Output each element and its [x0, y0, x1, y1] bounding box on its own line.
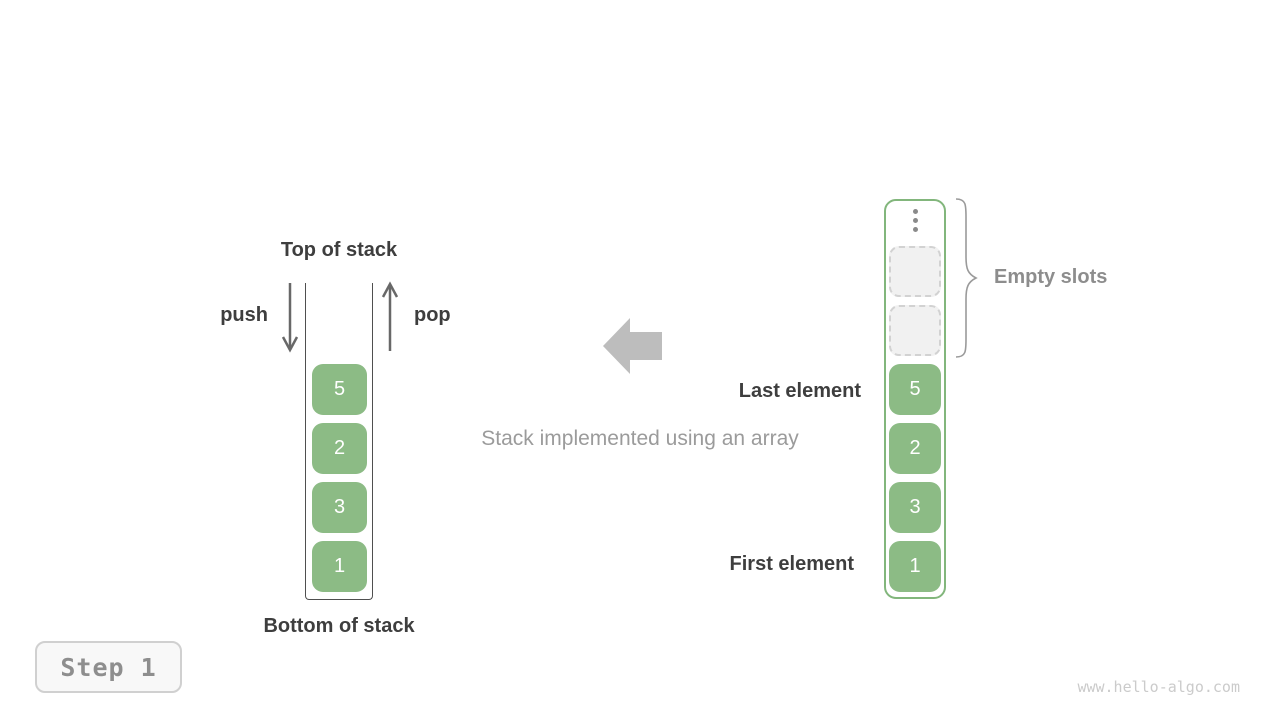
diagram-caption: Stack implemented using an array: [481, 427, 799, 450]
watermark: www.hello-algo.com: [1077, 678, 1240, 696]
vertical-ellipsis-icon: [913, 209, 918, 232]
array-block: 2: [889, 423, 941, 474]
array-block: 1: [889, 541, 941, 592]
stack-block: 3: [312, 482, 367, 533]
curly-brace-icon: [950, 197, 978, 359]
empty-slot: [889, 305, 941, 356]
push-arrow-icon: [278, 281, 302, 353]
push-label: push: [220, 304, 268, 326]
stack-block: 5: [312, 364, 367, 415]
bottom-of-stack-label: Bottom of stack: [263, 615, 415, 637]
empty-slot: [889, 246, 941, 297]
first-element-label: First element: [729, 553, 854, 575]
pop-arrow-icon: [378, 281, 402, 353]
top-of-stack-label: Top of stack: [280, 239, 398, 261]
stack-block: 1: [312, 541, 367, 592]
step-badge: Step 1: [35, 641, 182, 693]
stack-block: 2: [312, 423, 367, 474]
last-element-label: Last element: [738, 380, 861, 402]
empty-slots-label: Empty slots: [994, 266, 1108, 288]
array-block: 5: [889, 364, 941, 415]
pop-label: pop: [414, 304, 451, 326]
array-block: 3: [889, 482, 941, 533]
left-arrow-icon: [602, 317, 664, 375]
